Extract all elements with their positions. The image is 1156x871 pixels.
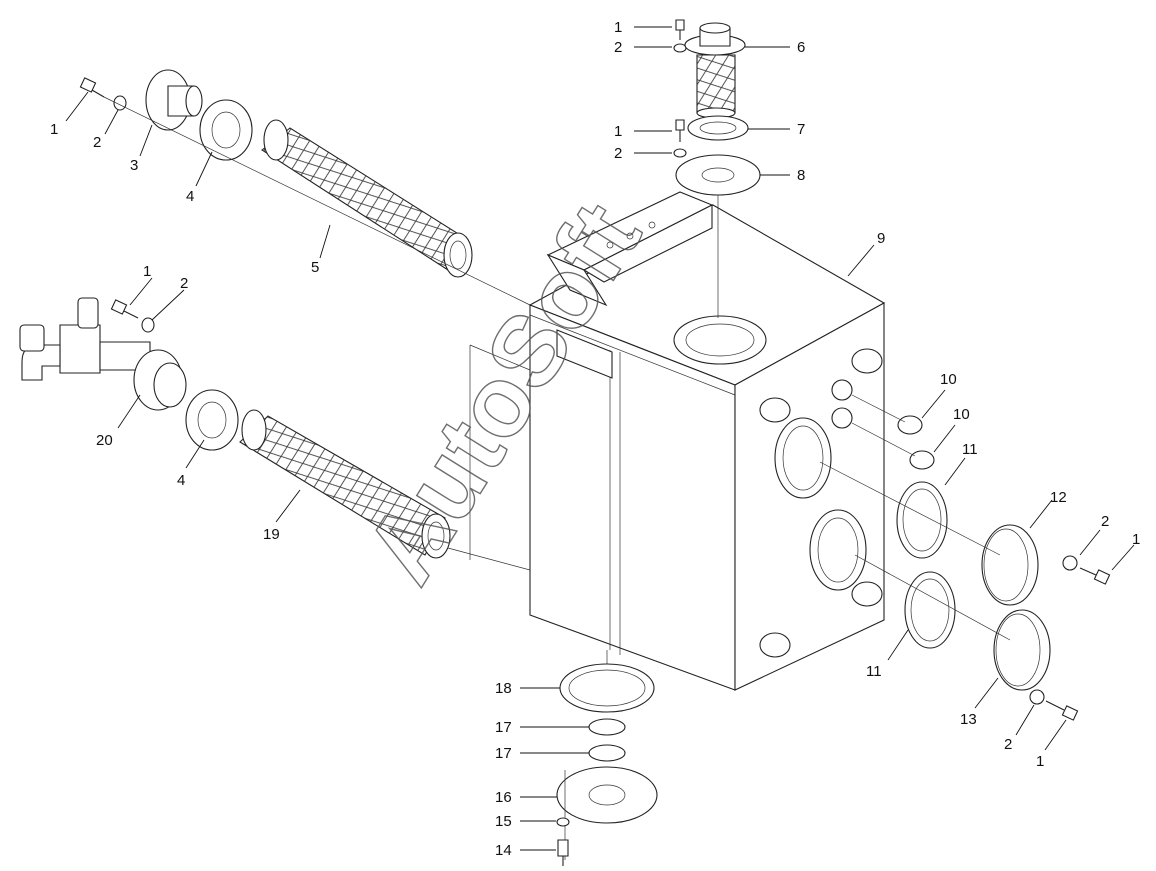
cover-plate-icon [994,610,1050,690]
gasket-icon [200,100,252,160]
bolt-icon [558,840,568,866]
callout-8: 8 [797,167,805,184]
callout-19: 19 [263,526,280,543]
gasket-icon [186,390,238,450]
callout-10: 10 [953,406,970,423]
bottom-plate-icon [557,767,657,823]
callout-11: 11 [866,663,882,680]
callout-17: 17 [495,745,512,762]
washer-icon [589,745,625,761]
adapter-plate-icon [676,155,760,195]
gasket-icon [560,664,654,712]
bolt-icon [676,120,684,130]
plug-icon [910,451,934,469]
callout-10: 10 [940,371,957,388]
callout-1: 1 [614,123,622,140]
bolt-icon [111,300,126,314]
washer-icon [589,719,625,735]
washer-icon [1030,690,1044,704]
callout-2: 2 [1101,513,1109,530]
callout-20: 20 [96,432,113,449]
plug-icon [898,416,922,434]
bottom-assembly [557,650,657,866]
upper-filter-assembly [80,70,530,305]
callout-1: 1 [614,19,622,36]
breather-cap-icon [685,23,745,118]
callout-labels: 1 2 3 4 5 1 2 20 4 19 1 2 6 1 2 7 8 9 10… [50,19,1140,859]
callout-2: 2 [93,134,101,151]
cover-plate-icon [982,525,1038,605]
callout-17: 17 [495,719,512,736]
bolt-icon [1094,570,1109,584]
washer-icon [142,318,154,332]
side-covers-assembly [820,395,1110,720]
washer-icon [557,818,569,826]
gasket-icon [688,116,748,140]
callout-3: 3 [130,157,138,174]
callout-1: 1 [50,121,58,138]
callout-1: 1 [143,263,151,280]
callout-18: 18 [495,680,512,697]
breather-assembly [674,20,760,318]
washer-icon [674,44,686,52]
flange-icon [146,70,202,130]
callout-2: 2 [1004,736,1012,753]
bolt-icon [1062,706,1077,720]
tank-body [530,205,884,690]
callout-16: 16 [495,789,512,806]
callout-12: 12 [1050,489,1067,506]
tee-fitting-icon [20,298,186,410]
callout-6: 6 [797,39,805,56]
bolt-icon [80,78,104,97]
callout-2: 2 [614,145,622,162]
callout-2: 2 [614,39,622,56]
callout-9: 9 [877,230,885,247]
leader-lines [65,26,1135,851]
callout-14: 14 [495,842,512,859]
callout-1: 1 [1132,531,1140,548]
bolt-icon [676,20,684,30]
callout-4: 4 [177,472,185,489]
washer-icon [1063,556,1077,570]
filter-element-icon [240,410,450,558]
callout-5: 5 [311,259,319,276]
callout-13: 13 [960,711,977,728]
lifting-bracket [548,192,712,305]
filter-element-icon [262,120,472,277]
gasket-icon [897,482,947,558]
callout-1: 1 [1036,753,1044,770]
callout-11: 11 [962,441,978,458]
callout-15: 15 [495,813,512,830]
callout-2: 2 [180,275,188,292]
gasket-icon [905,572,955,648]
washer-icon [674,149,686,157]
callout-7: 7 [797,121,805,138]
lower-filter-assembly [20,298,531,570]
callout-4: 4 [186,188,194,205]
